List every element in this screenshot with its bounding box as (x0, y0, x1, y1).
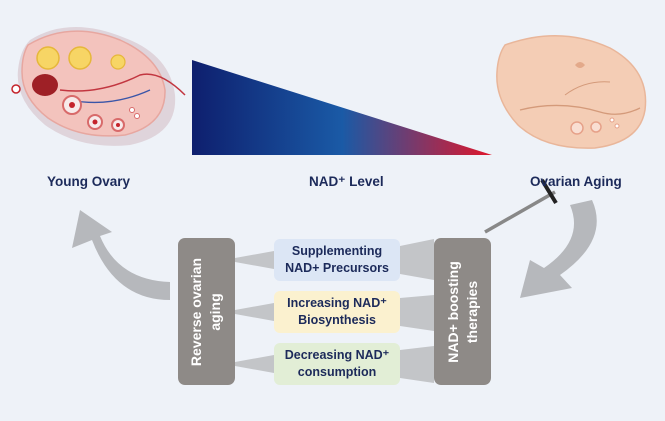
nad-level-label: NAD⁺ Level (309, 174, 384, 189)
reverse-box-line1: Reverse ovarian (188, 257, 205, 366)
curved-arrow-left (72, 210, 170, 300)
young-ovary-illustration (11, 26, 186, 146)
pill-line2: Biosynthesis (298, 313, 376, 327)
pill-line2: consumption (297, 365, 377, 379)
curved-arrow-right (520, 200, 597, 298)
nad-boosting-therapies-box: NAD+ boosting therapies (434, 238, 491, 385)
reverse-box-line2: aging (207, 292, 224, 331)
ovarian-aging-label: Ovarian Aging (530, 174, 622, 189)
pill-line1: Decreasing NAD⁺ (284, 348, 390, 362)
young-ovary-label: Young Ovary (47, 174, 131, 189)
connectors (235, 239, 434, 383)
inhibition-line (484, 178, 558, 234)
pill-line1: Increasing NAD⁺ (287, 296, 387, 310)
pill-supplementing-precursors: Supplementing NAD+ Precursors (274, 239, 400, 281)
pill-increasing-biosynthesis: Increasing NAD⁺ Biosynthesis (274, 291, 400, 333)
aged-ovary-illustration (496, 34, 647, 149)
pill-line2: NAD+ Precursors (285, 261, 389, 275)
pill-decreasing-consumption: Decreasing NAD⁺ consumption (274, 343, 400, 385)
nad-level-gradient (192, 60, 492, 155)
pill-line1: Supplementing (291, 244, 383, 258)
therapies-box-line1: NAD+ boosting (444, 260, 461, 363)
therapies-box-line2: therapies (463, 280, 480, 343)
reverse-ovarian-aging-box: Reverse ovarian aging (178, 238, 235, 385)
